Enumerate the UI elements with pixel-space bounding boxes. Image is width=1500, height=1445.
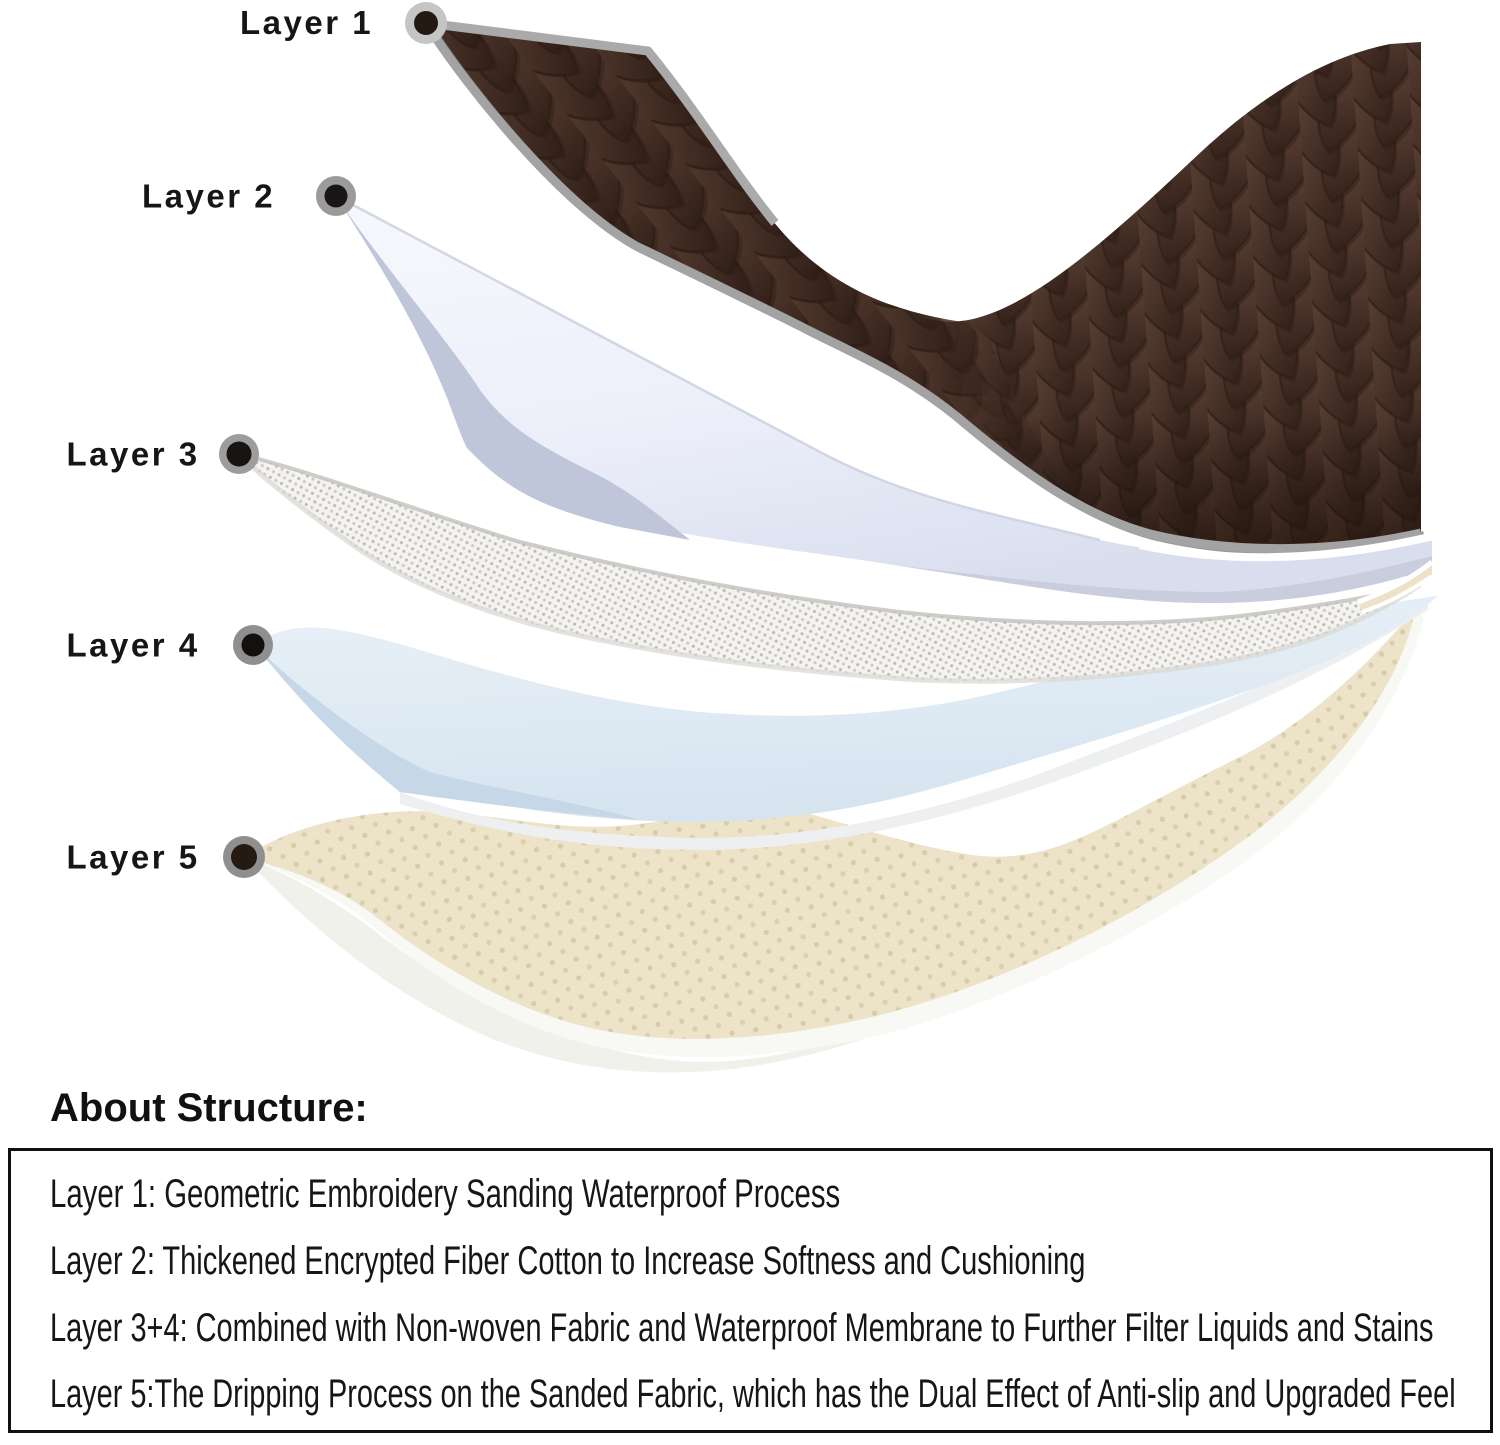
svg-text:Layer 2: Layer 2 xyxy=(142,178,275,215)
svg-text:Layer 4: Layer 4 xyxy=(67,627,200,664)
svg-text:Layer 1: Geometric Embroidery: Layer 1: Geometric Embroidery Sanding Wa… xyxy=(50,1172,840,1216)
svg-text:Layer 1: Layer 1 xyxy=(240,4,373,41)
svg-text:Layer 2: Thickened Encrypted F: Layer 2: Thickened Encrypted Fiber Cotto… xyxy=(50,1239,1085,1284)
svg-text:Layer 5: Layer 5 xyxy=(67,839,200,876)
svg-text:Layer 3: Layer 3 xyxy=(67,436,200,473)
svg-text:Layer 5:The Dripping Process o: Layer 5:The Dripping Process on the Sand… xyxy=(50,1371,1456,1416)
svg-text:About Structure:: About Structure: xyxy=(50,1086,368,1130)
svg-text:Layer 3+4: Combined with Non-w: Layer 3+4: Combined with Non-woven Fabri… xyxy=(50,1305,1434,1350)
